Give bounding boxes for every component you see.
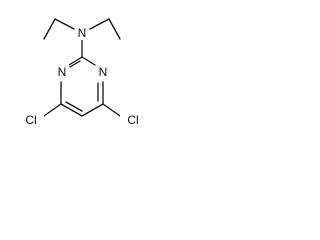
bond-c2-n1-double	[69, 60, 81, 68]
bond-c2-n3	[81, 56, 96, 66]
bond-c5-c4	[81, 103, 104, 117]
bond-c4-cl	[102, 103, 121, 117]
bond-n-ethyl-left-ch2	[54, 18, 75, 30]
left-ring-nitrogen-label-mask	[55, 64, 69, 79]
left-ring-nitrogen-label: N	[58, 65, 67, 79]
amine-nitrogen-label: N	[78, 26, 87, 40]
right-ring-nitrogen-label-mask	[96, 64, 110, 79]
bond-c6-c5	[60, 103, 83, 117]
left-chlorine-label-mask	[18, 111, 44, 127]
right-chlorine-label: Cl	[127, 113, 138, 127]
bond-n-ethyl-right-ch2	[89, 18, 110, 30]
right-ring-nitrogen-label: N	[99, 65, 108, 79]
right-chlorine-label-mask	[120, 111, 146, 127]
bond-c6-c5-double	[65, 101, 83, 112]
bond-ethyl-right-ch2-ch3	[108, 18, 121, 40]
amine-nitrogen-label-mask	[75, 25, 89, 40]
bond-c6-cl	[43, 103, 62, 117]
left-chlorine-label: Cl	[25, 113, 36, 127]
bond-c2-n1	[68, 56, 83, 66]
bond-ethyl-left-ch2-ch3	[43, 18, 56, 40]
molecule-diagram: N N N Cl Cl	[18, 18, 146, 127]
